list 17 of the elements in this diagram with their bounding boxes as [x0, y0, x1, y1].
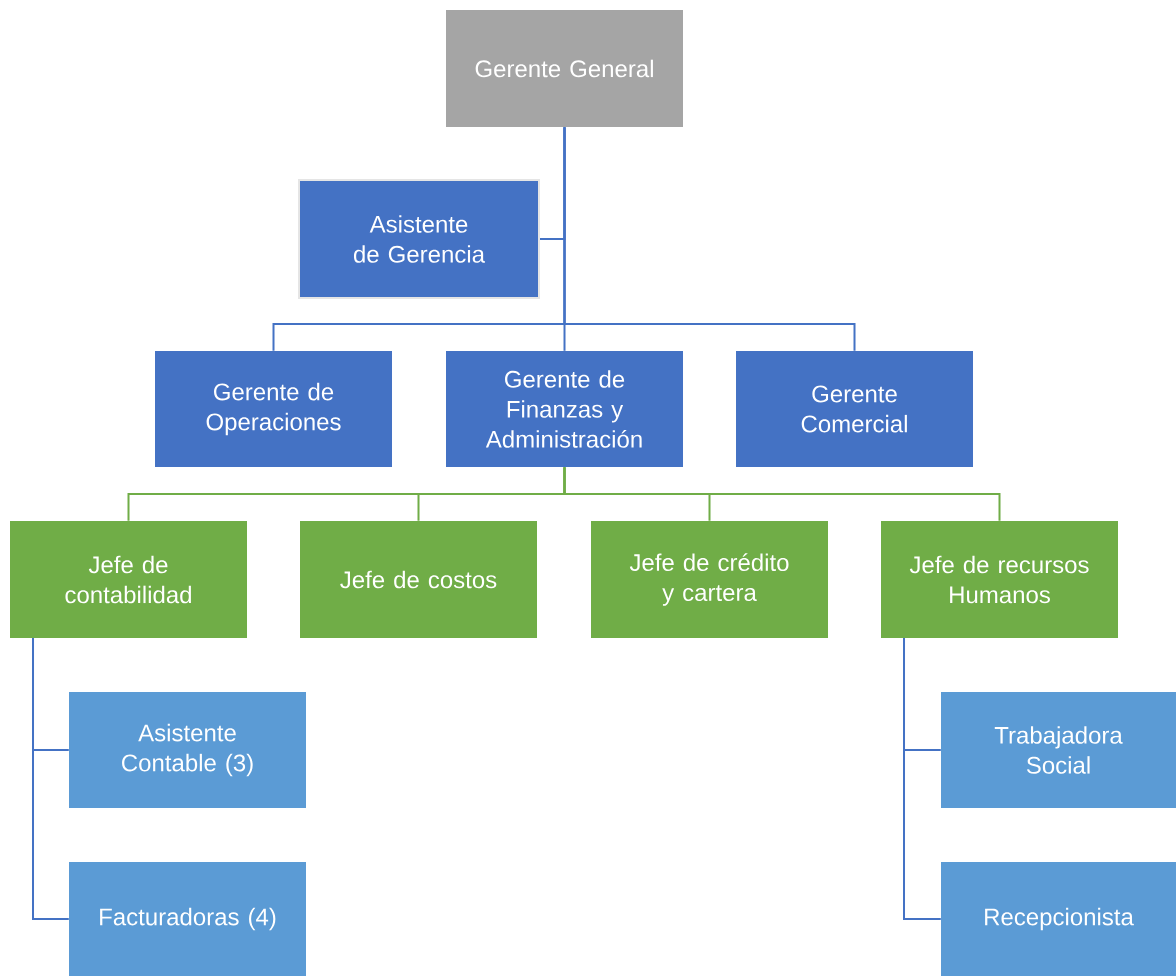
manager-box: Gerente Comercial: [736, 351, 973, 467]
connector-line: [32, 637, 70, 920]
connector-line: [563, 466, 1001, 522]
manager-box: Gerente de Operaciones: [155, 351, 392, 467]
staff-box: Recepcionista: [941, 862, 1176, 976]
staff-box: Facturadoras (4): [69, 862, 306, 976]
department-box: Jefe de crédito y cartera: [591, 521, 828, 638]
department-box: Jefe de contabilidad: [10, 521, 247, 638]
manager-box: Gerente de Finanzas y Administración: [446, 351, 683, 467]
connector-line: [903, 637, 942, 920]
department-box: Jefe de costos: [300, 521, 537, 638]
department-box: Jefe de recursos Humanos: [881, 521, 1118, 638]
connector-line: [563, 126, 856, 352]
staff-box: Trabajadora Social: [941, 692, 1176, 808]
title-box: Gerente General: [446, 10, 683, 127]
staff-box: Asistente Contable (3): [69, 692, 306, 808]
assistant-box: Asistente de Gerencia: [298, 179, 540, 299]
